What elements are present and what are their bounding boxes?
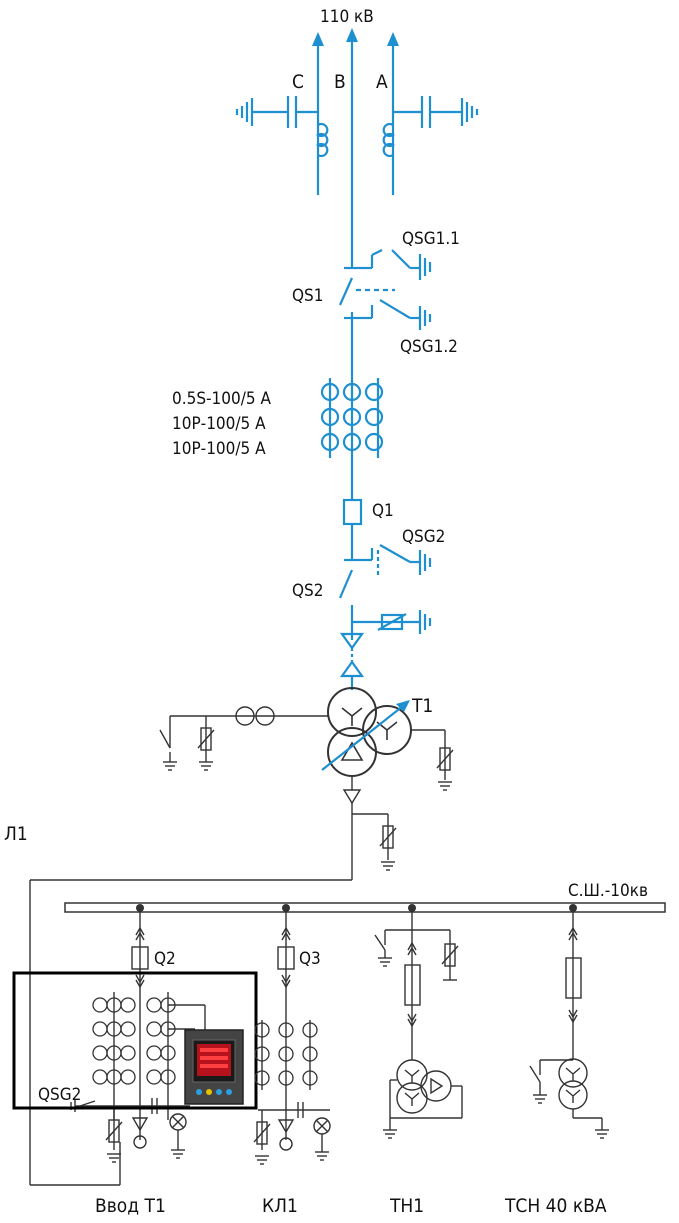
t1-label: T1 bbox=[411, 695, 433, 717]
qsg2-hv-label: QSG2 bbox=[402, 527, 445, 547]
ct1-label: 0.5S-100/5 А bbox=[172, 389, 271, 409]
hv-section bbox=[235, 28, 479, 690]
feeder-kl1-label: КЛ1 bbox=[262, 1195, 298, 1217]
line-trap-c bbox=[316, 122, 329, 158]
transformer-t1 bbox=[29, 687, 454, 1186]
ct3-label: 10Р-100/5 А bbox=[172, 439, 266, 459]
qs1-disconnector bbox=[338, 249, 432, 330]
bus-label: С.Ш.-10кв bbox=[568, 881, 648, 901]
feeder-tsn bbox=[529, 912, 609, 1139]
feeder-kl1 bbox=[253, 912, 331, 1165]
hv-current-transformers bbox=[320, 378, 384, 458]
qs2-label: QS2 bbox=[292, 581, 323, 601]
qs1-label: QS1 bbox=[292, 286, 323, 306]
qsg2-lv-label: QSG2 bbox=[38, 1085, 81, 1105]
coupling-capacitor-left bbox=[235, 96, 318, 128]
highlight-frame bbox=[12, 971, 258, 1110]
qsg12-label: QSG1.2 bbox=[400, 337, 458, 357]
coupling-capacitor-right bbox=[393, 96, 479, 128]
busbar-10kv bbox=[64, 902, 666, 913]
voltage-label: 110 кВ bbox=[320, 7, 374, 27]
feeder-vvod-t1 bbox=[70, 912, 206, 1163]
qs2-disconnector bbox=[338, 544, 432, 640]
phase-c-label: C bbox=[292, 71, 304, 93]
q1-breaker bbox=[342, 498, 363, 526]
l1-label: Л1 bbox=[4, 823, 28, 845]
feeder-tn1-label: ТН1 bbox=[389, 1195, 424, 1217]
line-trap-a bbox=[382, 122, 395, 158]
phase-b-label: B bbox=[334, 71, 346, 93]
feeder-tsn-label: ТСН 40 кВА bbox=[504, 1195, 607, 1217]
feeder-tn1 bbox=[374, 912, 463, 1139]
qsg11-label: QSG1.1 bbox=[402, 229, 460, 249]
q3-label: Q3 bbox=[299, 949, 321, 969]
feeder-vvod-label: Ввод Т1 bbox=[95, 1195, 166, 1217]
q2-label: Q2 bbox=[154, 949, 176, 969]
power-meter-device bbox=[184, 1029, 244, 1105]
ct2-label: 10Р-100/5 А bbox=[172, 414, 266, 434]
phase-a-label: A bbox=[376, 71, 388, 93]
q1-label: Q1 bbox=[372, 501, 394, 521]
